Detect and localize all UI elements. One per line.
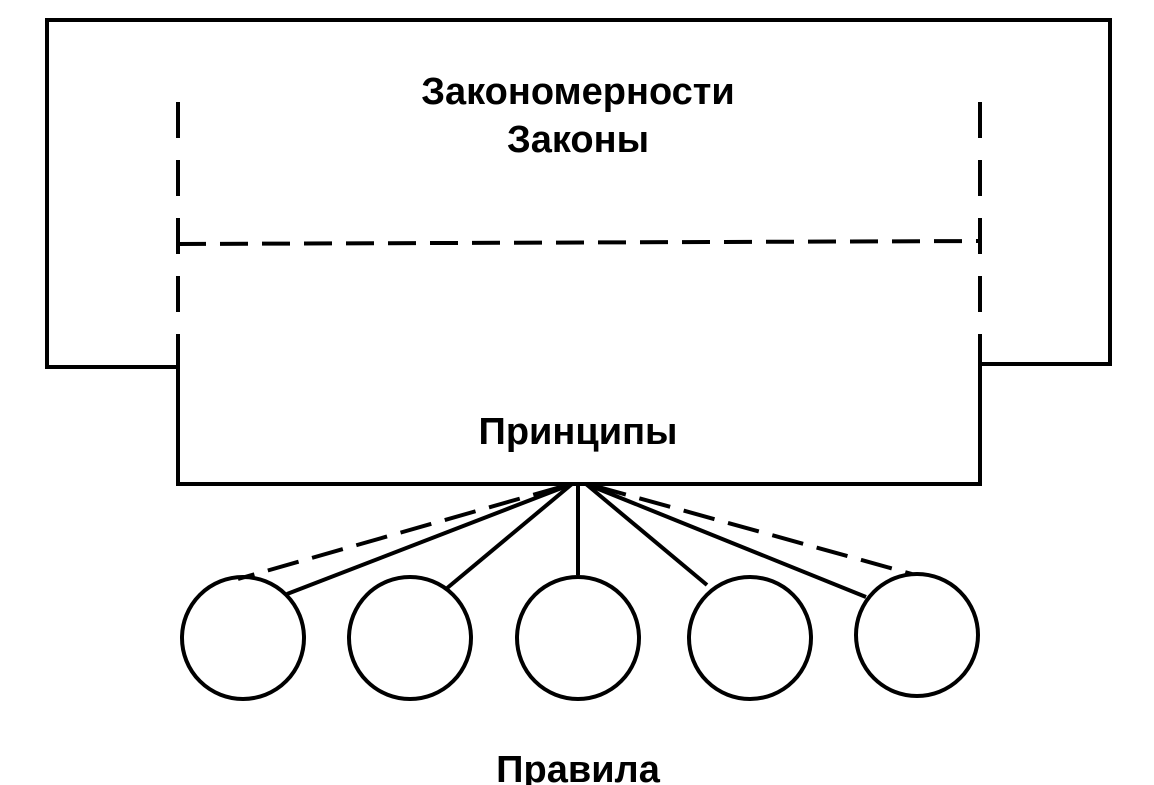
divider-dashed [177, 239, 981, 246]
rule-circle-3 [515, 575, 641, 701]
connector-dashed-left [237, 484, 565, 581]
outer-box-frame [45, 18, 1112, 369]
label-printsipy: Принципы [479, 411, 678, 453]
connector-solid-1 [286, 482, 573, 596]
connector-dashed-right [594, 484, 913, 576]
label-zakonomernosti: Закономерности [421, 71, 735, 113]
connector-solid-5 [585, 482, 867, 599]
rule-circle-2 [347, 575, 473, 701]
connector-solid-4 [584, 482, 709, 587]
rule-circle-5 [854, 572, 980, 698]
rule-circle-4 [687, 575, 813, 701]
connector-solid-2 [444, 482, 574, 591]
label-zakony: Законы [507, 119, 649, 161]
label-pravila: Правила [496, 749, 661, 785]
rule-circle-1 [180, 575, 306, 701]
